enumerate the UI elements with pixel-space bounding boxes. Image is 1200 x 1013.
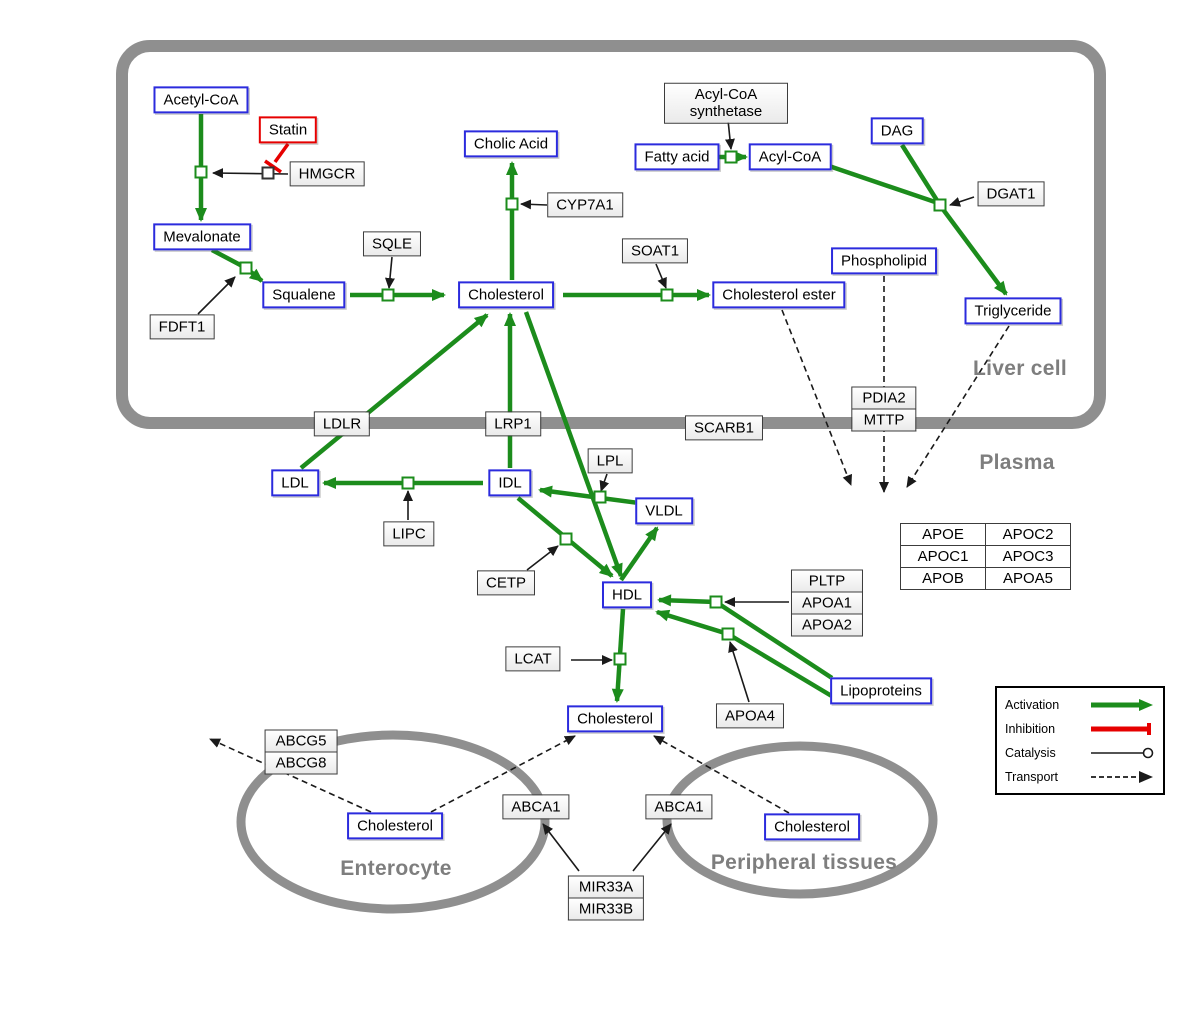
node-mir33a[interactable]: MIR33A <box>567 875 645 899</box>
node-lpl[interactable]: LPL <box>587 448 633 474</box>
reaction-nodes <box>194 150 947 666</box>
plasma-label: Plasma <box>979 451 1055 474</box>
enterocyte-membrane <box>236 730 550 914</box>
node-pdia2[interactable]: PDIA2 <box>851 386 917 410</box>
peripheral-tissues-membrane <box>662 741 938 899</box>
legend-transport-label: Transport <box>1005 769 1059 784</box>
node-mir33b[interactable]: MIR33B <box>567 898 645 921</box>
activation-edges <box>195 114 1008 703</box>
node-cholesterol-ester[interactable]: Cholesterol ester <box>712 281 846 309</box>
apolipoprotein-table: APOE APOC2 APOC1 APOC3 APOB APOA5 <box>900 523 1071 590</box>
liver-cell-membrane <box>116 40 1106 429</box>
node-abca1-enterocyte[interactable]: ABCA1 <box>502 794 570 820</box>
node-squalene[interactable]: Squalene <box>262 281 346 309</box>
node-ldl[interactable]: LDL <box>271 469 319 497</box>
node-dag[interactable]: DAG <box>870 117 924 145</box>
node-abcg5-abcg8-stack[interactable]: ABCG5 ABCG8 <box>264 729 338 775</box>
apo-cell-apoa5[interactable]: APOA5 <box>985 567 1071 590</box>
node-fdft1[interactable]: FDFT1 <box>149 314 215 340</box>
apo-cell-apoe[interactable]: APOE <box>900 523 986 546</box>
node-cholesterol-plasma[interactable]: Cholesterol <box>567 705 663 733</box>
liver-cell-label: Liver cell <box>972 357 1068 380</box>
node-cholesterol-enterocyte[interactable]: Cholesterol <box>347 812 443 840</box>
node-cholesterol-peripheral[interactable]: Cholesterol <box>764 813 860 841</box>
transport-edges <box>209 276 1010 814</box>
node-cholesterol-liver[interactable]: Cholesterol <box>458 281 554 309</box>
node-ldlr[interactable]: LDLR <box>313 411 371 437</box>
transport-dashed-arrow-icon <box>1091 770 1153 783</box>
node-pdia2-mttp-stack[interactable]: PDIA2 MTTP <box>851 386 917 432</box>
node-abca1-peripheral[interactable]: ABCA1 <box>645 794 713 820</box>
node-lrp1[interactable]: LRP1 <box>485 411 541 437</box>
node-mevalonate[interactable]: Mevalonate <box>153 223 251 251</box>
inhibition-bar-icon <box>1091 722 1151 735</box>
node-acetyl-coa[interactable]: Acetyl-CoA <box>153 86 249 114</box>
node-acyl-coa[interactable]: Acyl-CoA <box>748 143 832 171</box>
node-lipc[interactable]: LIPC <box>383 521 435 547</box>
legend-activation-label: Activation <box>1005 697 1060 712</box>
node-triglyceride[interactable]: Triglyceride <box>964 297 1062 325</box>
node-phospholipid[interactable]: Phospholipid <box>831 247 937 275</box>
node-abcg5[interactable]: ABCG5 <box>264 729 338 753</box>
node-dgat1[interactable]: DGAT1 <box>977 181 1045 207</box>
compartment-membranes <box>116 40 1106 914</box>
node-lipoproteins[interactable]: Lipoproteins <box>830 677 932 705</box>
apo-cell-apoc2[interactable]: APOC2 <box>985 523 1071 546</box>
node-cetp[interactable]: CETP <box>476 570 536 596</box>
legend-inhibition-label: Inhibition <box>1005 721 1056 736</box>
node-apoa1[interactable]: APOA1 <box>790 592 864 615</box>
hmgcr-catalysis-node <box>261 166 275 180</box>
apo-cell-apoc1[interactable]: APOC1 <box>900 545 986 568</box>
node-pltp-apoa1-apoa2-stack[interactable]: PLTP APOA1 APOA2 <box>790 569 864 637</box>
legend-activation: Activation <box>1005 695 1155 714</box>
node-statin[interactable]: Statin <box>258 116 318 144</box>
node-sqle[interactable]: SQLE <box>362 231 422 257</box>
node-mttp[interactable]: MTTP <box>851 409 917 432</box>
node-acyl-coa-synthetase[interactable]: Acyl-CoA synthetase <box>664 82 788 124</box>
node-hmgcr[interactable]: HMGCR <box>289 161 365 187</box>
activation-arrow-icon <box>1091 698 1153 711</box>
node-hdl[interactable]: HDL <box>601 581 653 609</box>
apo-cell-apoc3[interactable]: APOC3 <box>985 545 1071 568</box>
node-pltp[interactable]: PLTP <box>790 569 864 593</box>
node-fatty-acid[interactable]: Fatty acid <box>634 143 720 171</box>
node-mir33-stack[interactable]: MIR33A MIR33B <box>567 875 645 921</box>
legend: Activation Inhibition Catalysis Transpor… <box>995 686 1165 795</box>
legend-transport: Transport <box>1005 767 1155 786</box>
catalysis-circle-icon <box>1091 747 1154 758</box>
node-idl[interactable]: IDL <box>488 469 532 497</box>
legend-catalysis: Catalysis <box>1005 743 1155 762</box>
peripheral-tissues-label: Peripheral tissues <box>710 851 898 874</box>
apo-cell-apob[interactable]: APOB <box>900 567 986 590</box>
node-apoa2[interactable]: APOA2 <box>790 614 864 637</box>
legend-catalysis-label: Catalysis <box>1005 745 1056 760</box>
legend-inhibition: Inhibition <box>1005 719 1155 738</box>
enterocyte-label: Enterocyte <box>340 857 452 880</box>
node-cyp7a1[interactable]: CYP7A1 <box>547 192 623 218</box>
node-apoa4[interactable]: APOA4 <box>715 703 785 729</box>
node-cholic-acid[interactable]: Cholic Acid <box>463 130 559 158</box>
node-vldl[interactable]: VLDL <box>635 497 693 525</box>
node-soat1[interactable]: SOAT1 <box>621 238 689 264</box>
node-scarb1[interactable]: SCARB1 <box>684 415 764 441</box>
node-lcat[interactable]: LCAT <box>505 646 561 672</box>
catalysis-edges <box>197 119 975 872</box>
node-abcg8[interactable]: ABCG8 <box>264 752 338 775</box>
